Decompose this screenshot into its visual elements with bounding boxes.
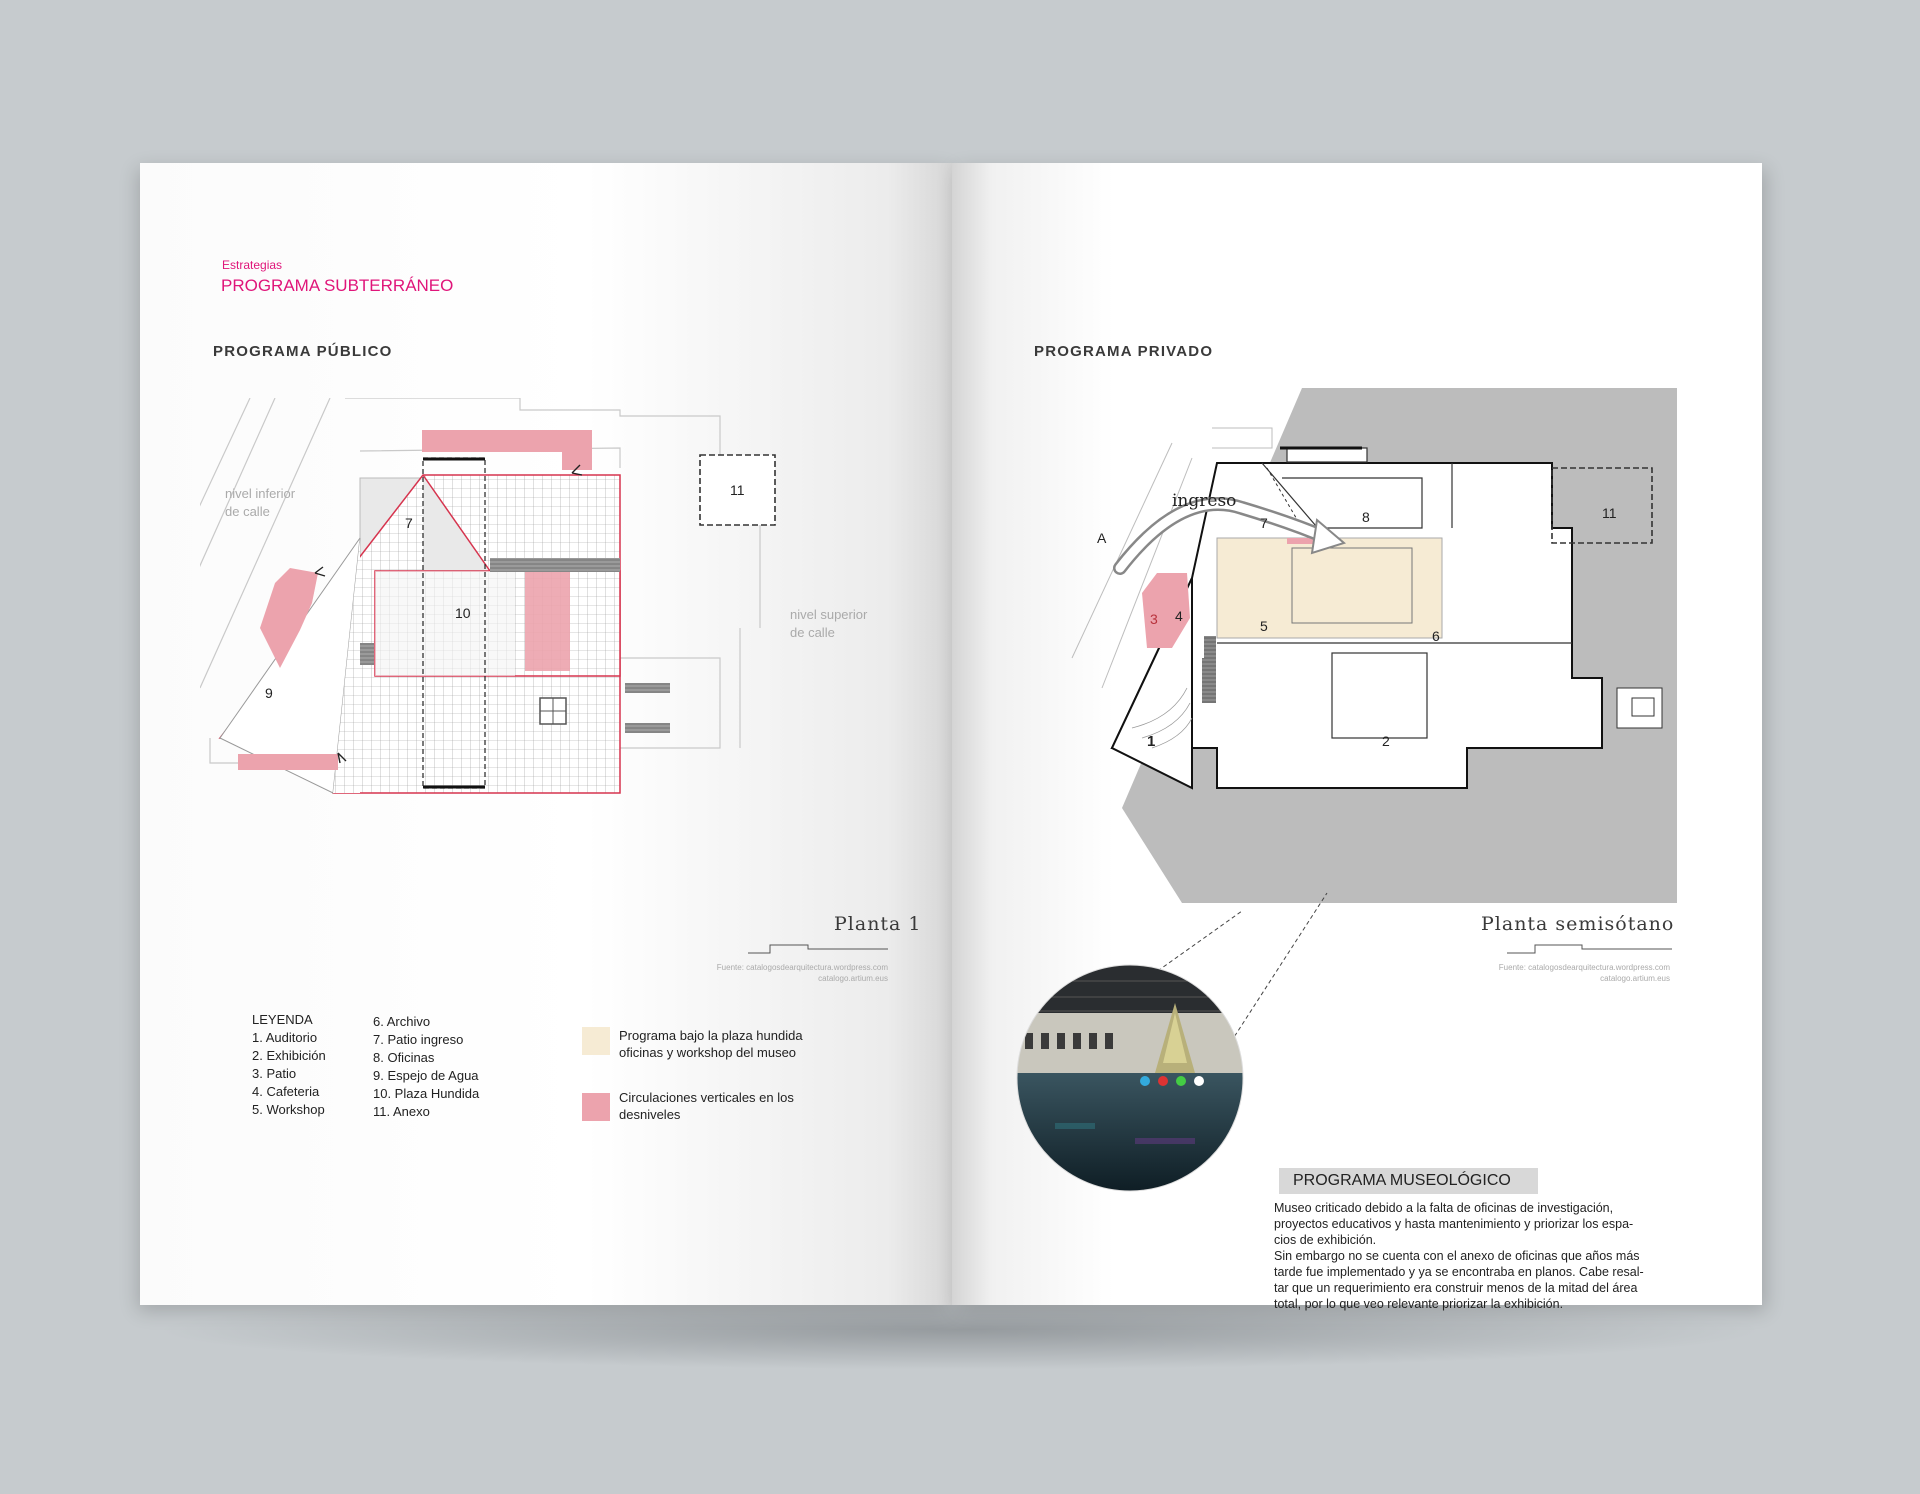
plan-label-5: 5 — [1260, 618, 1268, 634]
floor-plan-1: 7 10 9 11 — [200, 398, 776, 794]
legend-title: LEYENDA — [252, 1012, 313, 1027]
key-swatch-pink — [582, 1093, 610, 1121]
plan-label-7: 7 — [405, 515, 413, 531]
source-credit: Fuente: catalogosdearquitectura.wordpres… — [716, 963, 888, 983]
ingreso-label: ingreso — [1172, 491, 1237, 511]
legend-col-2: 6. Archivo 7. Patio ingreso 8. Oficinas … — [373, 1014, 480, 1119]
plan-label-a: A — [1097, 530, 1107, 546]
plan-label-9: 9 — [265, 685, 273, 701]
plan-label-11: 11 — [730, 482, 745, 498]
plan-label-7-right: 7 — [1260, 515, 1268, 531]
plan-label-6: 6 — [1432, 628, 1440, 644]
private-program-heading: PROGRAMA PRIVADO — [1034, 343, 1214, 360]
plan-scale-mark — [748, 944, 888, 954]
museum-photo — [1016, 964, 1244, 1192]
key-swatch-cream — [582, 1027, 610, 1055]
plan-label-4: 4 — [1175, 608, 1183, 624]
plan-label-2: 2 — [1382, 733, 1390, 749]
plan-title-1: Planta 1 — [834, 913, 922, 935]
floor-plan-semisotano: A 7 8 11 3 4 5 6 1 2 — [1071, 388, 1677, 903]
left-page: Estrategias PROGRAMA SUBTERRÁNEO PROGRAM… — [140, 163, 952, 1305]
street-level-high: nivel superior de calle — [790, 607, 868, 640]
kicker: Estrategias — [222, 258, 283, 272]
plan-label-11-right: 11 — [1602, 505, 1617, 521]
callout-lines — [1151, 892, 1328, 1049]
source-credit-right: Fuente: catalogosdearquitectura.wordpres… — [1498, 963, 1670, 983]
section-title: PROGRAMA SUBTERRÁNEO — [221, 276, 454, 295]
plan-scale-mark-right — [1507, 944, 1672, 954]
key-text-1: Programa bajo la plaza hundida oficinas … — [619, 1028, 803, 1060]
plan-label-10: 10 — [455, 605, 471, 621]
plan-label-8: 8 — [1362, 509, 1370, 525]
key-text-2: Circulaciones verticales en los desnivel… — [619, 1090, 794, 1122]
right-page: PROGRAMA PRIVADO — [952, 163, 1762, 1311]
museo-body: Museo criticado debido a la falta de ofi… — [1274, 1201, 1644, 1311]
street-level-low: nivel inferior de calle — [225, 486, 296, 519]
museo-heading: PROGRAMA MUSEOLÓGICO — [1279, 1168, 1538, 1194]
plan-title-semisotano: Planta semisótano — [1481, 913, 1675, 935]
legend-col-1: LEYENDA 1. Auditorio 2. Exhibición 3. Pa… — [252, 1012, 326, 1117]
public-program-heading: PROGRAMA PÚBLICO — [213, 343, 393, 360]
plan-label-1: 1 — [1147, 733, 1155, 750]
plan-label-3: 3 — [1150, 611, 1158, 627]
